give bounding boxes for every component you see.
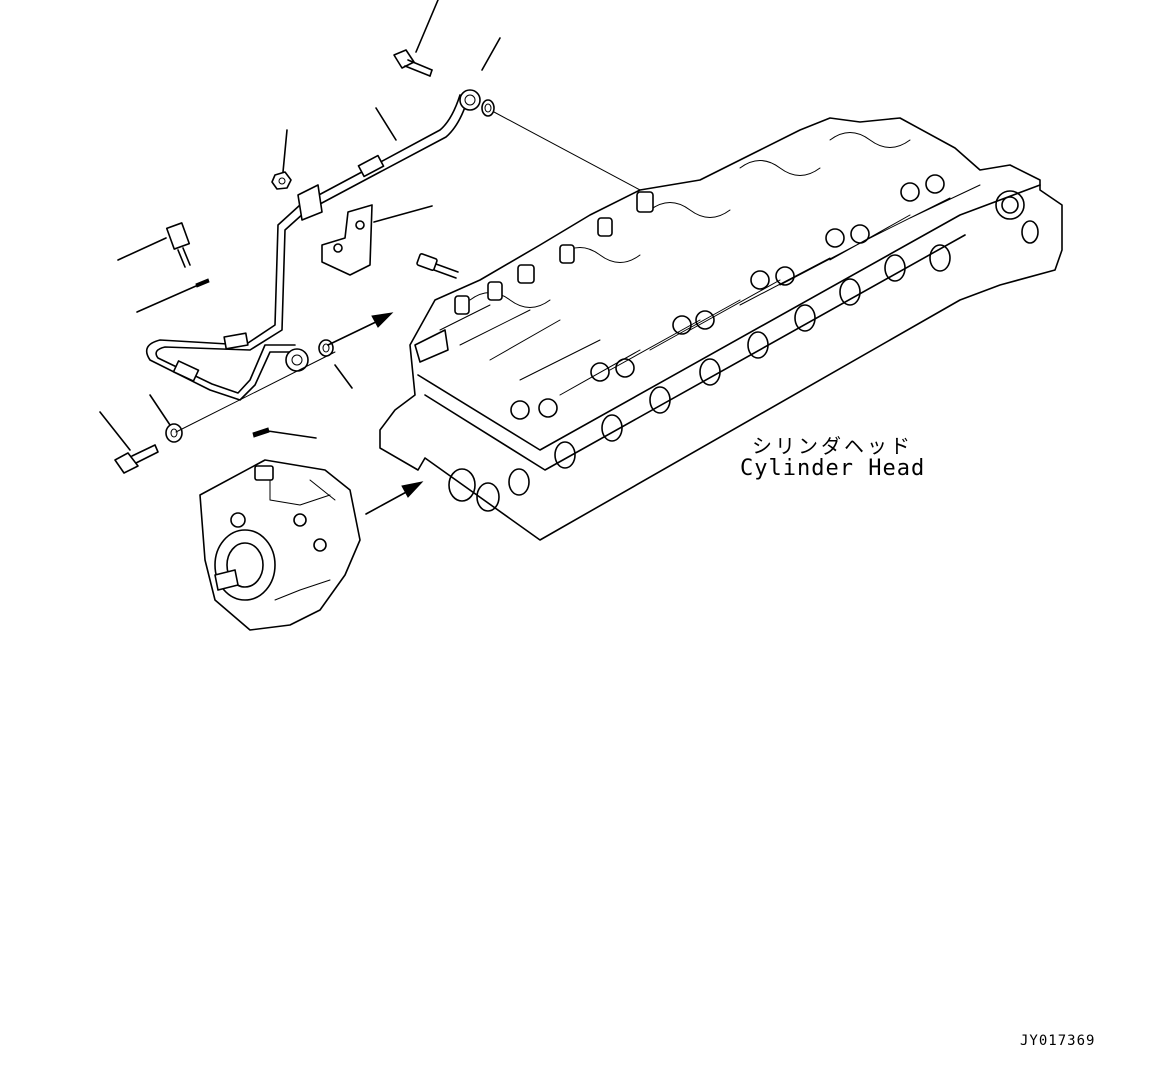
injector-bosses <box>454 191 654 315</box>
cylinder-head <box>379 117 1063 541</box>
stud-bolt <box>165 222 191 268</box>
mounting-bolt <box>416 253 459 279</box>
part-name-jp: シリンダヘッド <box>752 434 913 458</box>
assembly-arrows <box>327 312 424 515</box>
fuel-injection-pipe <box>145 89 481 401</box>
side-ports <box>448 220 1039 512</box>
drawing-id: JY017369 <box>1020 1033 1096 1049</box>
banjo-bolt-top <box>393 49 433 77</box>
fuel-supply-pump <box>199 459 361 631</box>
leader-lines <box>99 0 641 451</box>
banjo-bolt-bottom <box>114 444 159 474</box>
small-parts <box>114 49 495 474</box>
part-name-en: Cylinder Head <box>740 456 926 481</box>
nut <box>271 171 292 190</box>
pipe-bracket <box>321 204 373 276</box>
